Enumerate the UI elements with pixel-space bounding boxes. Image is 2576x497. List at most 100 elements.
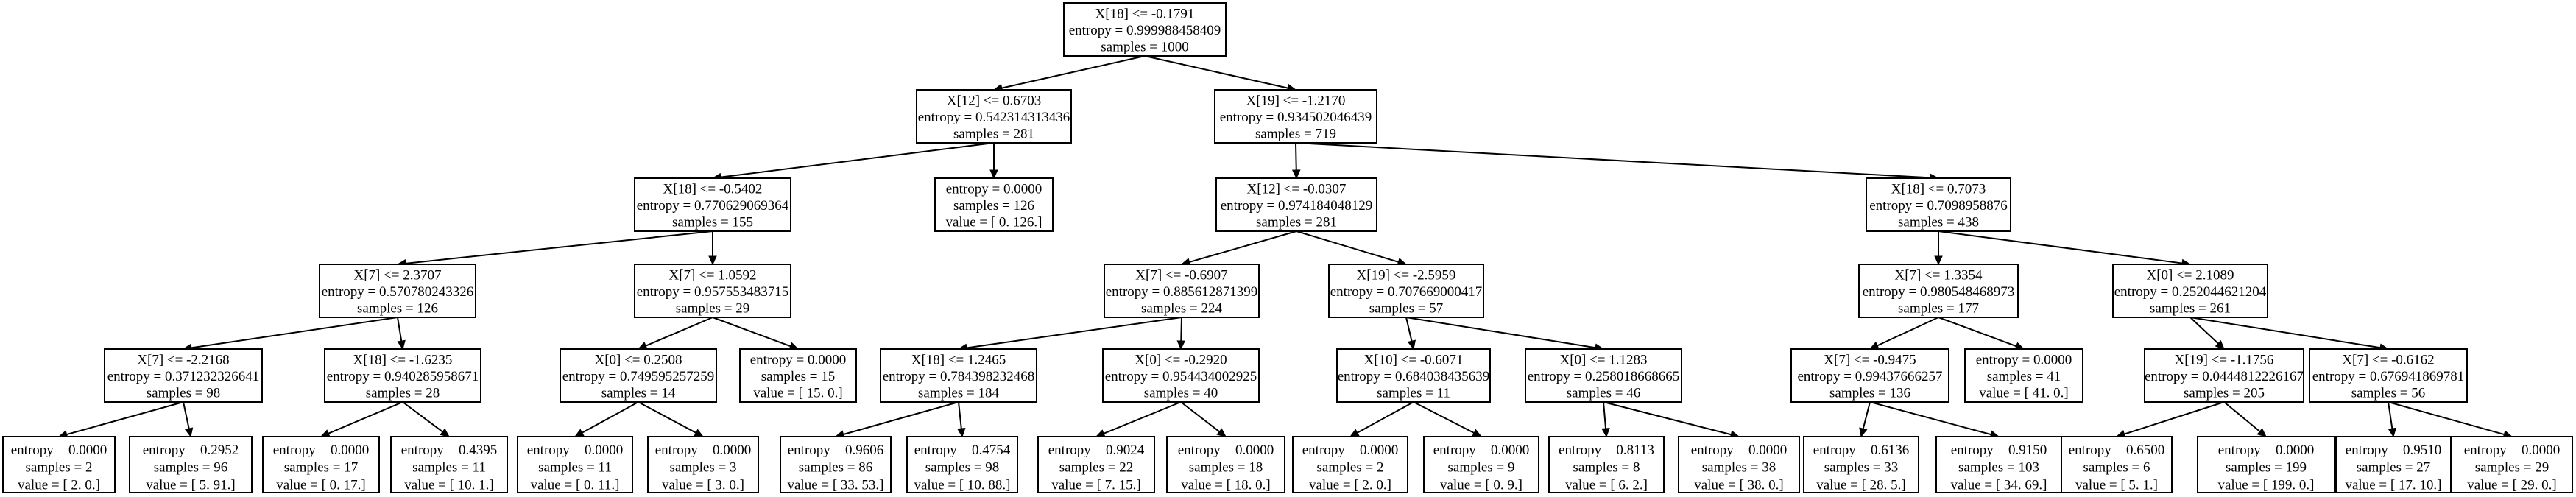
node-samples: samples = 9 bbox=[1448, 460, 1515, 476]
node-entropy: entropy = 0.7098958876 bbox=[1869, 198, 2008, 214]
node-samples: samples = 126 bbox=[357, 301, 438, 317]
node-box bbox=[2061, 436, 2173, 493]
node-box bbox=[780, 436, 892, 493]
node-entropy: entropy = 0.974184048129 bbox=[1221, 198, 1373, 214]
tree-edge-n17-n32 bbox=[957, 401, 966, 438]
node-box bbox=[739, 348, 857, 403]
node-box bbox=[1292, 436, 1408, 493]
node-samples: samples = 281 bbox=[1256, 215, 1337, 230]
arrowhead-icon bbox=[1176, 340, 1186, 350]
node-box bbox=[2144, 348, 2304, 403]
node-samples: samples = 98 bbox=[147, 386, 220, 401]
tree-edge-n6-n11 bbox=[1934, 231, 1943, 266]
edge-line bbox=[645, 317, 713, 347]
node-entropy: entropy = 0.0000 bbox=[1178, 443, 1274, 458]
tree-edge-n20-n38 bbox=[1603, 401, 1740, 439]
tree-edge-n19-n35 bbox=[1349, 401, 1414, 437]
node-value: value = [ 15. 0.] bbox=[753, 386, 843, 401]
edge-line bbox=[1603, 401, 1732, 436]
node-value: value = [ 29. 0.] bbox=[2467, 477, 2557, 493]
tree-edge-n23-n41 bbox=[2115, 401, 2225, 438]
node-value: value = [ 3. 0.] bbox=[662, 477, 744, 493]
node-split-rule: X[12] <= 0.6703 bbox=[947, 94, 1042, 109]
arrowhead-icon bbox=[694, 429, 705, 437]
node-entropy: entropy = 0.0000 bbox=[1433, 443, 1530, 458]
node-samples: samples = 719 bbox=[1255, 127, 1336, 142]
node-split-rule: X[7] <= 1.3354 bbox=[1894, 268, 1983, 283]
node-box bbox=[634, 177, 791, 232]
node-value: value = [ 7. 15.] bbox=[1051, 477, 1141, 493]
node-entropy: entropy = 0.980548468973 bbox=[1863, 284, 2015, 300]
node-samples: samples = 18 bbox=[1189, 460, 1263, 476]
node-value: value = [ 34. 69.] bbox=[1950, 477, 2047, 493]
node-box bbox=[1525, 348, 1682, 403]
edge-line bbox=[1357, 401, 1414, 434]
arrowhead-icon bbox=[989, 169, 998, 180]
node-samples: samples = 261 bbox=[2150, 301, 2231, 317]
tree-edge-n8-n15 bbox=[637, 317, 713, 350]
edge-line bbox=[397, 317, 403, 342]
node-box bbox=[1102, 348, 1260, 403]
node-split-rule: X[18] <= -1.6235 bbox=[353, 353, 453, 368]
node-split-rule: X[18] <= 1.2465 bbox=[911, 353, 1006, 368]
node-samples: samples = 199 bbox=[2226, 460, 2307, 476]
node-entropy: entropy = 0.676941869781 bbox=[2312, 369, 2465, 384]
node-entropy: entropy = 0.770629069364 bbox=[637, 198, 789, 214]
node-split-rule: X[7] <= 2.3707 bbox=[353, 268, 441, 283]
tree-edge-n0-n1 bbox=[992, 55, 1146, 93]
edge-line bbox=[1103, 401, 1182, 434]
node-samples: samples = 41 bbox=[1987, 369, 2061, 384]
edge-line bbox=[1001, 55, 1146, 89]
node-entropy: entropy = 0.99437666257 bbox=[1797, 369, 1942, 384]
node-box bbox=[2451, 436, 2573, 493]
tree-edge-n11-n21 bbox=[1869, 317, 1939, 350]
node-split-rule: X[7] <= 1.0592 bbox=[668, 268, 756, 283]
arrowhead-icon bbox=[574, 429, 585, 437]
node-samples: samples = 33 bbox=[1824, 460, 1898, 476]
tree-edge-n20-n37 bbox=[1601, 401, 1610, 438]
node-samples: samples = 224 bbox=[1141, 301, 1222, 317]
node-samples: samples = 56 bbox=[2351, 386, 2425, 401]
node-box bbox=[916, 89, 1072, 144]
edge-line bbox=[1295, 142, 1931, 179]
node-value: value = [ 18. 0.] bbox=[1181, 477, 1271, 493]
node-entropy: entropy = 0.0000 bbox=[11, 443, 107, 458]
node-box bbox=[1964, 348, 2083, 403]
node-box bbox=[390, 436, 508, 493]
tree-edge-n15-n30 bbox=[638, 401, 705, 437]
node-samples: samples = 155 bbox=[672, 215, 753, 230]
arrowhead-icon bbox=[1869, 341, 1880, 350]
node-value: value = [ 0. 11.] bbox=[531, 477, 620, 493]
tree-edge-n2-n5 bbox=[1291, 142, 1301, 180]
node-entropy: entropy = 0.0000 bbox=[2464, 443, 2561, 458]
arrowhead-icon bbox=[397, 339, 406, 350]
node-box bbox=[1215, 177, 1377, 232]
node-samples: samples = 27 bbox=[2357, 460, 2430, 476]
tree-edge-n8-n16 bbox=[712, 317, 800, 350]
node-entropy: entropy = 0.0000 bbox=[750, 353, 847, 368]
node-entropy: entropy = 0.6500 bbox=[2069, 443, 2165, 458]
node-samples: samples = 103 bbox=[1958, 460, 2039, 476]
tree-edge-n6-n12 bbox=[1938, 230, 2192, 268]
node-split-rule: X[19] <= -1.2170 bbox=[1246, 94, 1346, 109]
node-box bbox=[2197, 436, 2335, 493]
node-samples: samples = 98 bbox=[925, 460, 999, 476]
node-split-rule: X[0] <= -0.2920 bbox=[1135, 353, 1227, 368]
node-entropy: entropy = 0.934502046439 bbox=[1220, 110, 1372, 125]
node-box bbox=[1866, 177, 2011, 232]
node-samples: samples = 57 bbox=[1369, 301, 1443, 317]
